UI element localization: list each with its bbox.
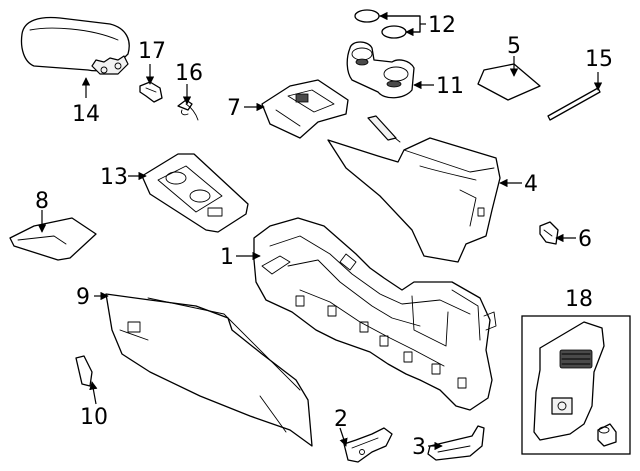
trim-strip — [547, 87, 601, 121]
callout-13: 13 — [100, 165, 128, 190]
bin-mat — [9, 217, 97, 261]
storage-pad — [477, 63, 541, 101]
armrest-lid — [20, 16, 130, 75]
callout-10: 10 — [80, 405, 108, 430]
console-panel-left — [105, 293, 313, 447]
cupholder-insert — [346, 41, 415, 99]
callout-15: 15 — [585, 47, 613, 72]
callout-8: 8 — [35, 189, 49, 214]
console-base — [253, 217, 497, 411]
callout-2: 2 — [334, 407, 348, 432]
callout-9: 9 — [76, 285, 90, 310]
bracket-3 — [427, 425, 485, 461]
callout-3: 3 — [412, 435, 426, 460]
clip-17 — [139, 81, 163, 103]
cupholder-pads — [354, 9, 407, 39]
shifter-trim-13 — [141, 153, 249, 233]
callout-7: 7 — [227, 96, 241, 121]
spring-clip-16 — [177, 99, 199, 121]
console-side-panel — [327, 115, 501, 263]
callout-12: 12 — [428, 13, 456, 38]
clip-10 — [75, 355, 93, 387]
callout-18: 18 — [565, 287, 593, 312]
callout-17: 17 — [138, 39, 166, 64]
callout-4: 4 — [524, 172, 538, 197]
callout-11: 11 — [436, 74, 464, 99]
callout-5: 5 — [507, 34, 521, 59]
inset-box-18 — [521, 315, 631, 455]
bezel-trim-7 — [261, 79, 349, 139]
callout-14: 14 — [72, 102, 100, 127]
callout-16: 16 — [175, 61, 203, 86]
callout-1: 1 — [220, 245, 234, 270]
clip-6 — [539, 221, 559, 245]
bracket-2 — [343, 427, 393, 463]
callout-labels: 1 2 3 4 5 6 7 8 9 10 11 12 13 14 15 16 1… — [35, 13, 613, 460]
callout-6: 6 — [578, 227, 592, 252]
leader-lines — [37, 11, 603, 451]
